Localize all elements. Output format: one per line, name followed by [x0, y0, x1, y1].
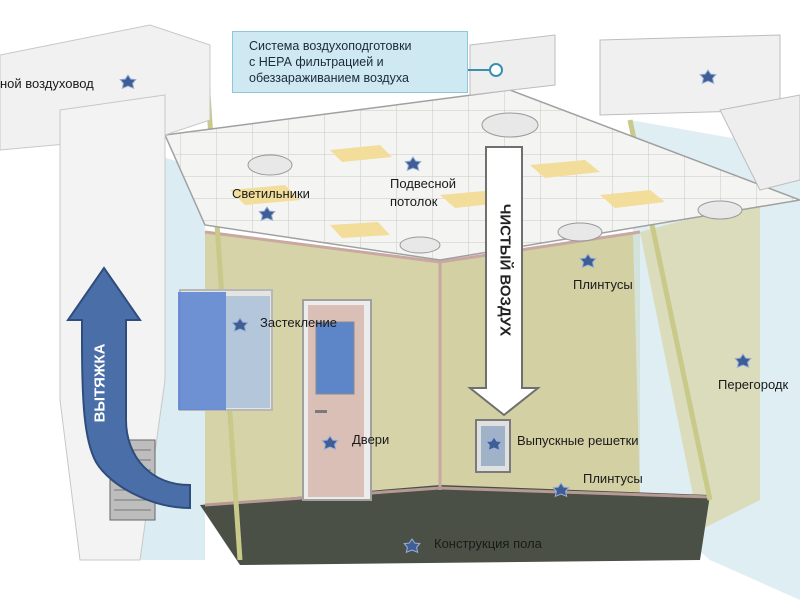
- label-glazing: Застекление: [260, 315, 337, 330]
- callout-connector-dot: [489, 63, 503, 77]
- light-panel: [330, 222, 390, 238]
- label-floor: Конструкция пола: [434, 536, 542, 551]
- right-back-wall: [440, 232, 640, 500]
- label-lights: Светильники: [232, 186, 310, 201]
- label-ceiling-line2: потолок: [390, 194, 438, 209]
- exhaust-arrow-label: ВЫТЯЖКА: [91, 343, 109, 423]
- ceiling-edge-trim: [204, 230, 441, 264]
- star-marker-icon: [119, 74, 137, 90]
- light-panel: [600, 190, 665, 208]
- star-marker-icon: [258, 206, 276, 222]
- star-marker-icon: [321, 435, 339, 451]
- star-marker-icon: [404, 156, 422, 172]
- star-marker-icon: [734, 353, 752, 369]
- label-partitions: Перегородк: [718, 377, 789, 392]
- label-outlet-grilles: Выпускные решетки: [517, 433, 639, 448]
- ceiling-edge-trim-right: [439, 230, 641, 264]
- door-window: [315, 321, 355, 395]
- duct-branch-right: [719, 94, 800, 191]
- door-handle: [315, 410, 327, 413]
- star-marker-icon: [579, 253, 597, 269]
- label-skirting-bottom: Плинтусы: [583, 471, 643, 486]
- ceiling-diffuser: [247, 154, 293, 176]
- label-ceiling-line1: Подвесной: [390, 176, 457, 191]
- label-skirting-top: Плинтусы: [573, 277, 633, 292]
- ceiling-diffuser: [697, 200, 743, 220]
- glazing-pane: [178, 292, 226, 410]
- ceiling-diffuser: [481, 112, 539, 138]
- star-marker-icon: [231, 317, 249, 333]
- ahu-unit: [469, 34, 556, 96]
- ceiling-diffuser: [557, 222, 603, 242]
- ceiling-diffuser: [399, 236, 441, 254]
- skirting-right: [439, 486, 711, 499]
- floor: [200, 485, 710, 565]
- ahu-unit-right: [599, 34, 781, 116]
- callout-line: Система воздухоподготовки: [249, 39, 412, 53]
- light-panel: [330, 145, 392, 162]
- right-yellow-partition: [640, 200, 760, 530]
- clean-air-arrow-label: ЧИСТЫЙ ВОЗДУХ: [496, 203, 514, 337]
- star-marker-icon: [699, 69, 717, 85]
- light-panel: [230, 185, 300, 205]
- glazing-pane-back: [226, 296, 270, 408]
- callout-line: обеззараживанием воздуха: [249, 71, 409, 85]
- label-doors: Двери: [352, 432, 390, 447]
- exhaust-arrow: [66, 266, 191, 510]
- light-panel: [530, 160, 600, 178]
- suspended-ceiling: [163, 89, 800, 261]
- star-marker-icon: [485, 436, 503, 452]
- label-duct: ной воздуховод: [0, 76, 94, 91]
- callout-line: с НЕРА фильтрацией и: [249, 55, 384, 69]
- star-marker-icon: [403, 538, 421, 554]
- clean-air-arrow: [467, 146, 541, 417]
- star-marker-icon: [552, 482, 570, 498]
- air-handling-system-callout: Система воздухоподготовки с НЕРА фильтра…: [232, 31, 468, 93]
